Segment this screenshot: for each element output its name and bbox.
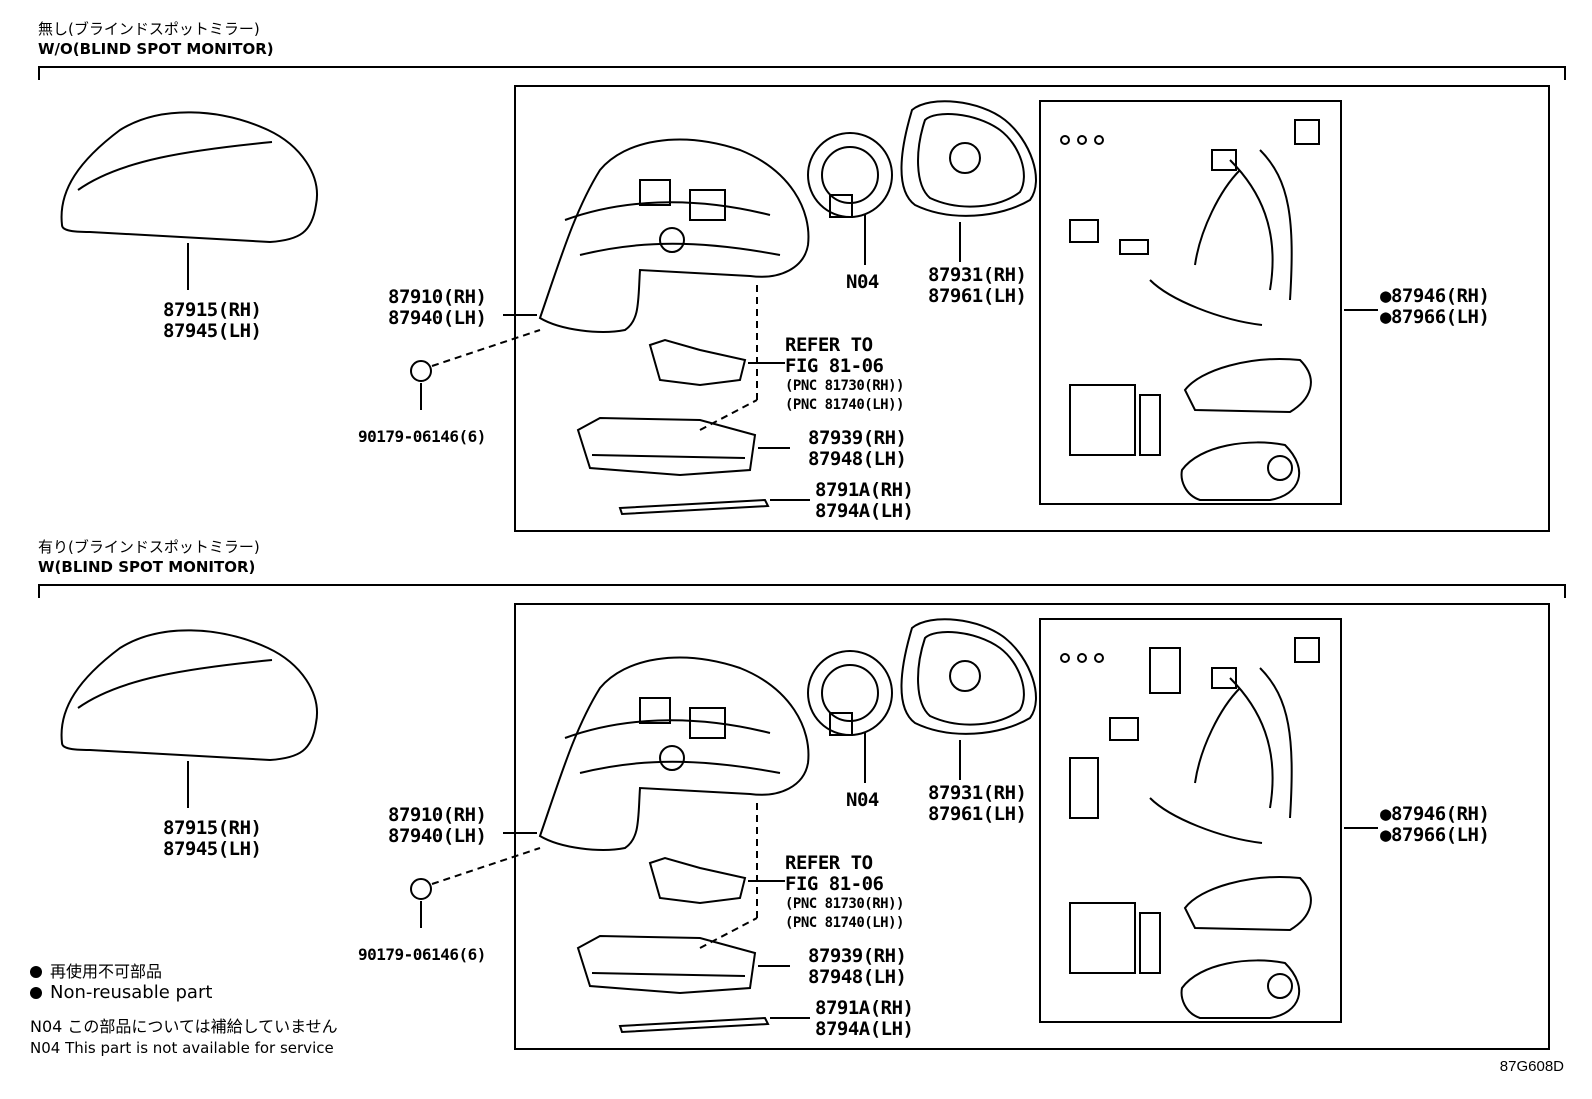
part-label-refer-to: REFER TO FIG 81-06 — [785, 334, 884, 377]
section-title-jp: 無し(ブラインドスポットミラー) — [38, 20, 260, 38]
mirror-assembly-shape — [538, 656, 810, 851]
part-label-cover: 87915(RH) 87945(LH) — [163, 299, 262, 342]
part-label-refer-to: REFER TO FIG 81-06 — [785, 852, 884, 895]
mirror-assembly-box — [514, 603, 1550, 1050]
bullet-dot-icon — [30, 966, 42, 978]
screw-shape — [410, 360, 432, 382]
section-with-bsm: 有り(ブラインドスポットミラー) W(BLIND SPOT MONITOR) — [0, 510, 1592, 1050]
section-title-jp: 有り(ブラインドスポットミラー) — [38, 538, 260, 556]
section-title-en: W/O(BLIND SPOT MONITOR) — [38, 40, 274, 58]
light-strip-shape — [618, 1016, 770, 1034]
part-label-n04: N04 — [846, 271, 879, 293]
turn-lamp-shape — [576, 934, 757, 995]
section-bracket — [38, 66, 1566, 80]
part-label-pnc: (PNC 81730(RH)) (PNC 81740(LH)) — [785, 896, 904, 931]
legend-n04-jp: N04 この部品については補給していません — [30, 1017, 338, 1036]
legend-non-reusable-jp: 再使用不可部品 — [30, 958, 162, 982]
wiring-harness-shape — [1149, 149, 1293, 326]
mirror-cover-shape — [60, 629, 318, 762]
part-label-outer-glass: 87931(RH) 87961(LH) — [928, 782, 1027, 825]
bullet-dot-icon — [30, 987, 42, 999]
section-bracket — [38, 584, 1566, 598]
turn-lamp-shape — [576, 416, 757, 477]
part-label-harness: ●87946(RH) ●87966(LH) — [1380, 803, 1490, 846]
part-illustrations — [60, 618, 1378, 1034]
part-label-strip: 8791A(RH) 8794A(LH) — [815, 479, 914, 522]
section-title-en: W(BLIND SPOT MONITOR) — [38, 558, 256, 576]
part-label-outer-glass: 87931(RH) 87961(LH) — [928, 264, 1027, 307]
part-label-lamp: 87939(RH) 87948(LH) — [808, 945, 907, 988]
subassembly-box — [1039, 100, 1342, 505]
mirror-assembly-shape — [538, 138, 810, 333]
outer-glass-shape — [900, 618, 1037, 735]
diagram-code: 87G608D — [1499, 1058, 1564, 1075]
part-label-n04: N04 — [846, 789, 879, 811]
part-label-harness: ●87946(RH) ●87966(LH) — [1380, 285, 1490, 328]
outer-glass-shape — [900, 100, 1037, 217]
screw-shape — [410, 878, 432, 900]
part-label-mirror-assy: 87910(RH) 87940(LH) — [388, 804, 487, 847]
part-label-strip: 8791A(RH) 8794A(LH) — [815, 997, 914, 1040]
mirror-assembly-box — [514, 85, 1550, 532]
part-label-pnc: (PNC 81730(RH)) (PNC 81740(LH)) — [785, 378, 904, 413]
part-label-screw: 90179-06146(6) — [358, 427, 486, 446]
actuator-shape — [807, 132, 893, 218]
actuator-shape — [807, 650, 893, 736]
part-label-cover: 87915(RH) 87945(LH) — [163, 817, 262, 860]
legend-non-reusable-en: Non-reusable part — [30, 982, 212, 1003]
part-label-mirror-assy: 87910(RH) 87940(LH) — [388, 286, 487, 329]
part-label-screw: 90179-06146(6) — [358, 945, 486, 964]
light-strip-shape — [618, 498, 770, 516]
wiring-harness-shape — [1149, 667, 1293, 844]
part-label-lamp: 87939(RH) 87948(LH) — [808, 427, 907, 470]
legend-n04-en: N04 This part is not available for servi… — [30, 1039, 334, 1057]
part-illustrations — [60, 100, 1378, 516]
section-without-bsm: 無し(ブラインドスポットミラー) W/O(BLIND SPOT MONITOR) — [0, 0, 1592, 540]
subassembly-box — [1039, 618, 1342, 1023]
mirror-cover-shape — [60, 111, 318, 244]
